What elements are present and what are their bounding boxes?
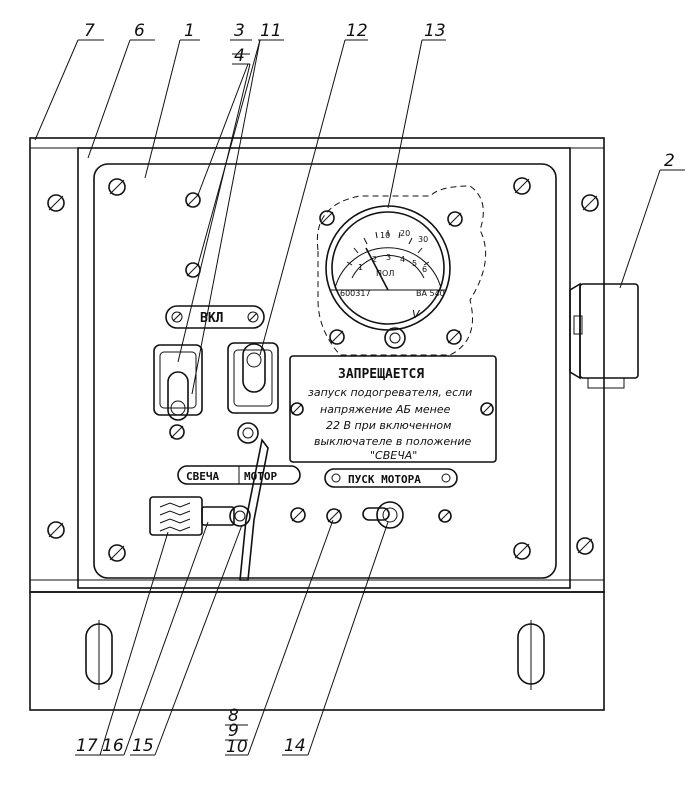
gauge-scale-20: 20: [400, 229, 410, 238]
warning-line-3: 22 В при включенном: [326, 419, 451, 432]
screw: [446, 329, 462, 345]
screw: [581, 194, 599, 212]
gauge-right-code: ВА 540: [416, 289, 445, 298]
pusk-motora-label-plate: ПУСК МОТОРА: [324, 468, 458, 488]
screw: [576, 537, 594, 555]
callout-1: 1: [184, 21, 195, 41]
callout-11: 11: [260, 21, 282, 41]
callout-3: 3: [234, 21, 245, 41]
callout-16: 16: [102, 736, 124, 756]
callout-7: 7: [84, 21, 95, 41]
motor-label: МОТОР: [244, 470, 277, 483]
screw: [513, 542, 531, 560]
warning-plate: ЗАПРЕЩАЕТСЯ запуск подогревателя, если н…: [289, 355, 497, 463]
screw: [169, 424, 185, 440]
warning-line-4: выключателе в положение: [314, 435, 471, 448]
warning-line-2: напряжение АБ менее: [320, 403, 451, 416]
warning-title: ЗАПРЕЩАЕТСЯ: [338, 367, 424, 382]
gauge-scale-10: 10: [380, 231, 390, 240]
callout-6: 6: [134, 21, 145, 41]
housing-outer: [29, 137, 605, 593]
callout-15: 15: [132, 736, 154, 756]
callout-17: 17: [76, 736, 98, 756]
screw-group: [47, 177, 599, 562]
side-box: [569, 282, 639, 389]
lever: [239, 438, 269, 581]
screw: [185, 192, 201, 208]
callout-12: 12: [346, 21, 368, 41]
warning-line-1: запуск подогревателя, если: [308, 386, 472, 399]
screw: [329, 329, 345, 345]
callout-8: 8: [228, 706, 239, 726]
voltmeter: 10 20 30 1 2 3 4 5 6 ПОЛ 600317 ВА 540 V: [316, 185, 487, 356]
toggle-switch-right: [227, 342, 279, 444]
pusk-motora-label: ПУСК МОТОРА: [348, 473, 421, 486]
gauge-scale-4: 4: [400, 255, 405, 264]
gauge-left-code: 600317: [340, 289, 371, 298]
warning-line-5: "СВЕЧА": [370, 449, 417, 462]
svecha-motor-label-plate: СВЕЧА МОТОР: [177, 465, 301, 485]
screw: [438, 509, 452, 523]
callout-4: 4: [234, 46, 245, 66]
callout-9: 9: [228, 721, 239, 741]
callout-2: 2: [664, 151, 675, 171]
gauge-v-label: V: [412, 308, 421, 321]
gauge-scale-30: 30: [418, 235, 428, 244]
leader-lines: [34, 39, 685, 756]
screw: [319, 210, 335, 226]
svecha-label: СВЕЧА: [186, 470, 219, 483]
vkl-label: ВКЛ: [200, 311, 223, 326]
screw: [447, 211, 463, 227]
screw: [480, 402, 494, 416]
callout-10: 10: [226, 737, 248, 757]
screw: [326, 508, 342, 524]
gauge-scale-2: 2: [372, 255, 377, 264]
screw: [108, 544, 126, 562]
screw: [185, 262, 201, 278]
panel-plate: [93, 163, 557, 579]
start-button: [362, 501, 404, 529]
vkl-label-plate: ВКЛ: [165, 305, 265, 329]
callout-13: 13: [424, 21, 446, 41]
base-panel: [29, 591, 605, 711]
gauge-scale-6: 6: [422, 265, 427, 274]
screw: [290, 402, 304, 416]
gauge-scale-1: 1: [358, 263, 363, 272]
gauge-scale-5: 5: [412, 259, 417, 268]
gauge-scale-3: 3: [386, 253, 391, 262]
callout-14: 14: [284, 736, 306, 756]
toggle-switch-left: [153, 344, 203, 421]
screw: [47, 521, 65, 539]
glow-plug-element: [149, 496, 251, 536]
screw: [108, 178, 126, 196]
screw: [47, 194, 65, 212]
screw: [290, 507, 306, 523]
screw: [513, 177, 531, 195]
gauge-center-text: ПОЛ: [376, 269, 394, 278]
